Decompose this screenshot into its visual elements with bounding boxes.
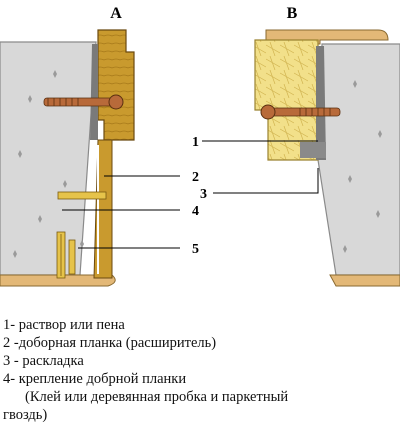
pin-a <box>57 191 107 200</box>
foam-a <box>90 44 98 140</box>
foam-b <box>316 46 326 160</box>
legend-item-2: 2 -доборная планка (расширитель) <box>3 335 217 351</box>
diagram: A B 1 2 3 4 5 <box>0 5 400 287</box>
panel-b <box>254 29 400 287</box>
legend-item-4: 4- крепление добрной планки <box>3 371 187 387</box>
panel-label-a: A <box>110 5 122 22</box>
callout-4: 4 <box>192 204 199 219</box>
callout-2: 2 <box>192 170 199 185</box>
door-frame-a <box>97 29 135 141</box>
floor-b <box>329 274 400 287</box>
callout-3: 3 <box>200 187 207 202</box>
legend-item-3: 3 - раскладка <box>3 353 84 369</box>
wall-b <box>317 43 400 276</box>
leader-lines <box>62 140 319 249</box>
legend-item-4-note-end: гвоздь) <box>3 407 48 423</box>
screw-a <box>43 94 124 110</box>
panel-label-b: B <box>287 5 298 22</box>
door-frame-b <box>254 39 319 161</box>
screw-b <box>260 104 341 120</box>
legend: 1- раствор или пена 2 -доборная планка (… <box>3 316 397 424</box>
wall-a <box>0 41 97 276</box>
legend-item-4-note: (Клей или деревянная пробка и паркетный <box>25 389 289 405</box>
panel-a <box>0 29 135 287</box>
callout-1: 1 <box>192 135 199 150</box>
legend-item-1: 1- раствор или пена <box>3 317 125 333</box>
extension-board-a <box>93 139 113 279</box>
callout-5: 5 <box>192 242 199 257</box>
